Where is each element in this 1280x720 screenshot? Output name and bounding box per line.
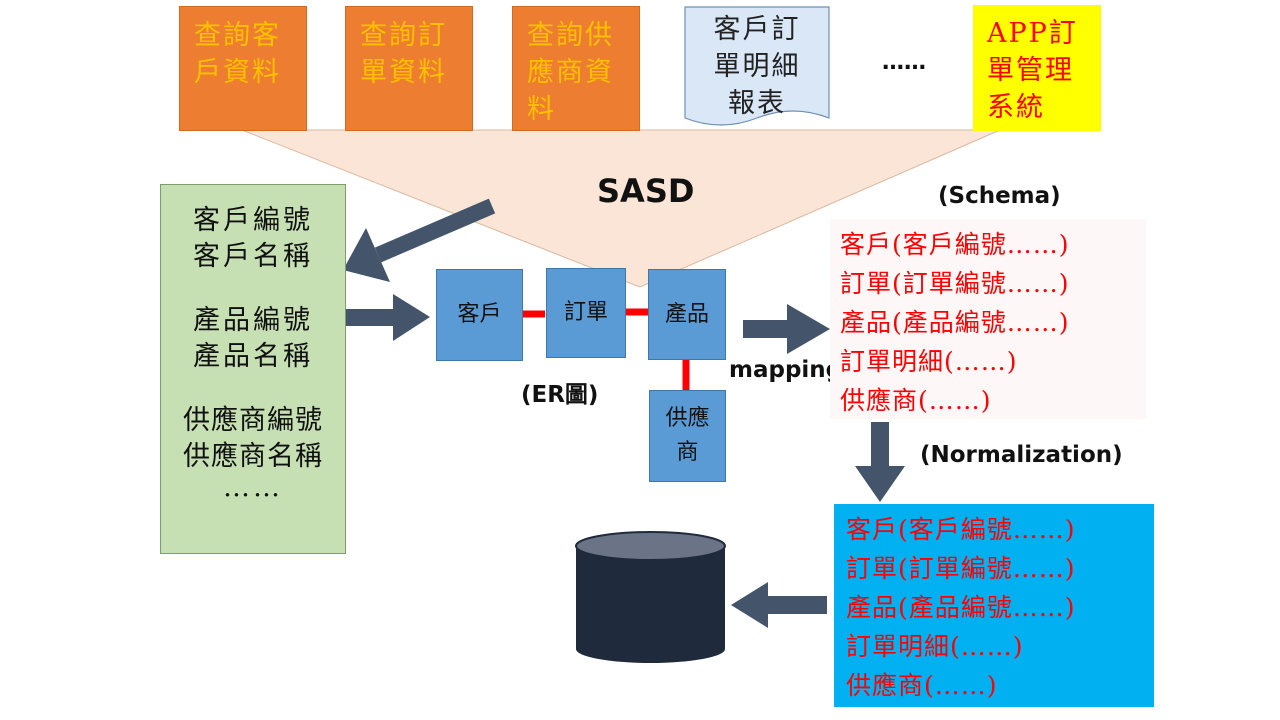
schema-line: 產品(產品編號……) [840, 308, 1070, 337]
source-query-order: 查詢訂 單資料 [345, 6, 473, 131]
attribute-item: 產品編號 [193, 305, 313, 336]
source-line: 查詢訂 [360, 20, 447, 51]
arrow-to-attributes [343, 198, 496, 282]
source-line: 系統 [987, 92, 1045, 123]
source-line: 戶資料 [194, 57, 281, 88]
normalized-line: 供應商(……) [846, 671, 998, 700]
normalization-arrow [855, 422, 905, 502]
source-query-customer: 查詢客 戶資料 [179, 6, 307, 131]
schema-line: 訂單(訂單編號……) [840, 269, 1070, 298]
source-query-supplier: 查詢供 應商資 料 [512, 6, 640, 131]
attribute-item: 產品名稱 [193, 341, 313, 372]
source-line: 料 [527, 94, 556, 125]
source-line: 單資料 [360, 57, 447, 88]
source-app-order-system: APP訂 單管理 系統 [973, 5, 1101, 131]
er-entity-supplier-line: 商 [676, 440, 699, 465]
source-order-detail-report: 客戶訂 單明細 報表 [685, 7, 829, 119]
source-line: 查詢供 [527, 20, 614, 51]
er-caption: (ER圖) [521, 382, 599, 408]
source-line: 單管理 [987, 55, 1074, 86]
normalization-heading: (Normalization) [920, 442, 1123, 468]
mapping-arrow [743, 304, 830, 354]
normalized-line: 產品(產品編號……) [846, 593, 1076, 622]
source-line: 應商資 [527, 57, 614, 88]
more-sources-ellipsis: …… [882, 50, 926, 75]
normalized-schema-box: 客戶(客戶編號……) 訂單(訂單編號……) 產品(產品編號……) 訂單明細(……… [834, 504, 1154, 707]
er-entity-order: 訂單 [546, 268, 626, 358]
er-entity-supplier: 供應 商 [649, 390, 726, 482]
schema-line: 供應商(……) [840, 386, 992, 415]
mapping-label: mapping [729, 357, 843, 383]
database-icon [575, 531, 726, 663]
arrow-to-er [345, 294, 430, 341]
attribute-item: …… [223, 472, 283, 503]
normalized-line: 訂單明細(……) [846, 632, 1024, 661]
er-entity-supplier-line: 供應 [665, 406, 710, 431]
er-entity-product: 產品 [648, 269, 726, 360]
er-entity-customer: 客戶 [436, 269, 523, 361]
normalized-line: 客戶(客戶編號……) [846, 515, 1076, 544]
source-line: 報表 [728, 88, 786, 119]
attribute-item: 客戶名稱 [193, 241, 313, 272]
arrow-to-database [731, 582, 827, 628]
sasd-label: SASD [597, 172, 695, 210]
source-line: 客戶訂 [713, 14, 801, 45]
source-line: 單明細 [713, 51, 801, 82]
attribute-item: 供應商名稱 [183, 441, 323, 472]
attribute-list: 客戶編號 客戶名稱 產品編號 產品名稱 供應商編號 供應商名稱 …… [160, 184, 346, 554]
schema-heading: (Schema) [938, 183, 1061, 209]
report-document-shape [684, 6, 830, 126]
source-line: APP訂 [987, 18, 1078, 49]
schema-line: 客戶(客戶編號……) [840, 230, 1070, 259]
attribute-item: 供應商編號 [183, 405, 323, 436]
schema-line: 訂單明細(……) [840, 347, 1018, 376]
schema-box: 客戶(客戶編號……) 訂單(訂單編號……) 產品(產品編號……) 訂單明細(……… [830, 219, 1146, 419]
source-line: 查詢客 [194, 20, 281, 51]
attribute-item: 客戶編號 [193, 205, 313, 236]
normalized-line: 訂單(訂單編號……) [846, 554, 1076, 583]
